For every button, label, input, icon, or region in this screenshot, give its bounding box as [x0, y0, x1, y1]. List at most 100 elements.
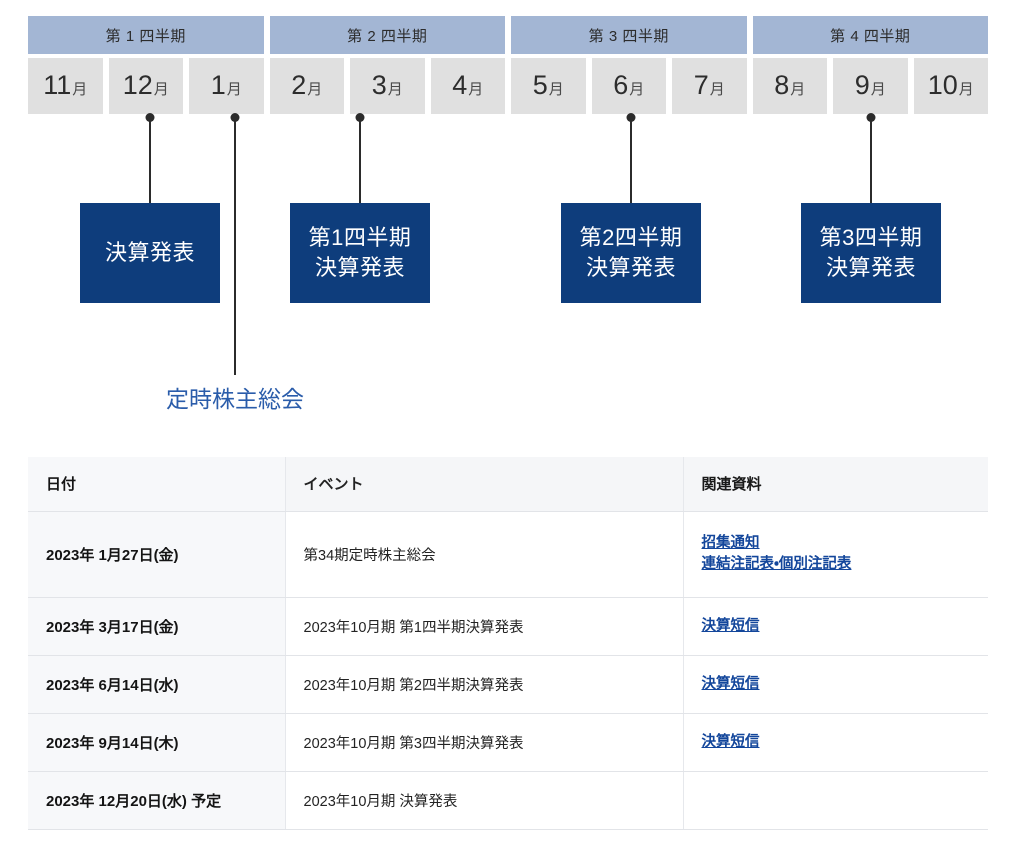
quarter-label-q1: 第 1 四半期	[105, 27, 186, 45]
cell-event: 2023年10月期 第2四半期決算発表	[285, 655, 684, 714]
quarter-label-q4: 第 4 四半期	[830, 27, 911, 45]
cell-docs: 決算短信	[683, 655, 988, 714]
month-number: 1	[210, 70, 226, 100]
document-link[interactable]: 決算短信	[701, 733, 760, 750]
cell-date: 2023年 6月14日(水)	[28, 655, 286, 714]
timeline-connector-jun	[630, 117, 632, 203]
timeline-event-box-q3: 第3四半期 決算発表	[801, 203, 941, 303]
table-body: 2023年 1月27日(金) 第34期定時株主総会 招集通知 連結注記表・個別注…	[28, 511, 988, 830]
month-number: 4	[452, 70, 468, 100]
month-suffix: 月	[709, 81, 725, 98]
table-head: 日付 イベント 関連資料	[28, 457, 988, 512]
timeline-event-box-q1: 第1四半期 決算発表	[290, 203, 430, 303]
timeline-connector-jan	[234, 117, 236, 375]
timeline-connector-mar	[359, 117, 361, 203]
month-suffix: 月	[629, 81, 645, 98]
document-link[interactable]: 連結注記表・個別注記表	[701, 556, 852, 572]
table-header-row: 日付 イベント 関連資料	[28, 457, 988, 512]
quarter-cell-q3: 第 3 四半期	[511, 16, 747, 54]
cell-docs: 決算短信	[683, 597, 988, 656]
month-suffix: 月	[72, 81, 88, 98]
event-box-line2: 決算発表	[825, 255, 916, 280]
month-number: 3	[371, 70, 387, 100]
table-row: 2023年 6月14日(水) 2023年10月期 第2四半期決算発表 決算短信	[28, 655, 988, 714]
month-suffix: 月	[226, 81, 242, 98]
quarter-label-q3: 第 3 四半期	[588, 27, 669, 45]
timeline-event-box-full-year: 決算発表	[80, 203, 220, 303]
month-number: 6	[613, 70, 629, 100]
month-suffix: 月	[870, 81, 886, 98]
month-suffix: 月	[958, 81, 974, 98]
ir-schedule-table: 日付 イベント 関連資料 2023年 1月27日(金) 第34期定時株主総会 招…	[28, 457, 988, 830]
month-suffix: 月	[307, 81, 323, 98]
quarter-header-row: 第 1 四半期 第 2 四半期 第 3 四半期 第 4 四半期	[28, 16, 988, 54]
table-row: 2023年 12月20日(水) 予定 2023年10月期 決算発表	[28, 771, 988, 830]
cell-docs: 決算短信	[683, 713, 988, 772]
cell-event: 第34期定時株主総会	[285, 511, 684, 598]
column-header-docs: 関連資料	[683, 457, 988, 512]
month-suffix: 月	[548, 81, 564, 98]
quarter-cell-q2: 第 2 四半期	[269, 16, 505, 54]
month-suffix: 月	[387, 81, 403, 98]
month-number: 12	[122, 70, 153, 100]
column-header-date: 日付	[28, 457, 286, 512]
month-suffix: 月	[153, 81, 169, 98]
cell-event: 2023年10月期 第3四半期決算発表	[285, 713, 684, 772]
cell-date: 2023年 9月14日(木)	[28, 713, 286, 772]
timeline-event-box-q2: 第2四半期 決算発表	[561, 203, 701, 303]
month-number: 7	[693, 70, 709, 100]
month-number: 10	[927, 70, 958, 100]
month-number: 9	[854, 70, 870, 100]
timeline-connector-sep	[870, 117, 872, 203]
month-suffix: 月	[790, 81, 806, 98]
event-box-line1: 第1四半期	[308, 225, 412, 250]
event-box-line2: 決算発表	[585, 255, 676, 280]
cell-date: 2023年 1月27日(金)	[28, 511, 286, 598]
document-link[interactable]: 決算短信	[701, 617, 760, 634]
timeline-connector-dec	[149, 117, 151, 203]
quarter-cell-q4: 第 4 四半期	[752, 16, 988, 54]
event-box-line1: 第2四半期	[579, 225, 683, 250]
column-header-event: イベント	[285, 457, 684, 512]
month-suffix: 月	[468, 81, 484, 98]
event-box-line1: 第3四半期	[819, 225, 923, 250]
table-row: 2023年 3月17日(金) 2023年10月期 第1四半期決算発表 決算短信	[28, 597, 988, 656]
table-row: 2023年 9月14日(木) 2023年10月期 第3四半期決算発表 決算短信	[28, 713, 988, 772]
quarter-cell-q1: 第 1 四半期	[28, 16, 264, 54]
document-link[interactable]: 招集通知	[701, 535, 760, 551]
quarter-label-q2: 第 2 四半期	[347, 27, 428, 45]
cell-event: 2023年10月期 決算発表	[285, 771, 684, 830]
table-row: 2023年 1月27日(金) 第34期定時株主総会 招集通知 連結注記表・個別注…	[28, 511, 988, 598]
month-number: 8	[774, 70, 790, 100]
timeline-label-shareholders-meeting: 定時株主総会	[166, 386, 304, 412]
cell-date: 2023年 3月17日(金)	[28, 597, 286, 656]
month-number: 11	[43, 70, 72, 100]
event-box-line1: 決算発表	[104, 240, 195, 265]
timeline-plot-area: 決算発表 定時株主総会 第1四半期 決算発表 第2四半期 決算発表 第3四半期 …	[28, 113, 988, 434]
cell-docs: 招集通知 連結注記表・個別注記表	[683, 511, 988, 598]
document-link[interactable]: 決算短信	[701, 675, 760, 692]
month-number: 5	[532, 70, 548, 100]
event-box-line2: 決算発表	[314, 255, 405, 280]
cell-date: 2023年 12月20日(水) 予定	[28, 771, 286, 830]
cell-event: 2023年10月期 第1四半期決算発表	[285, 597, 684, 656]
cell-docs	[683, 771, 988, 830]
